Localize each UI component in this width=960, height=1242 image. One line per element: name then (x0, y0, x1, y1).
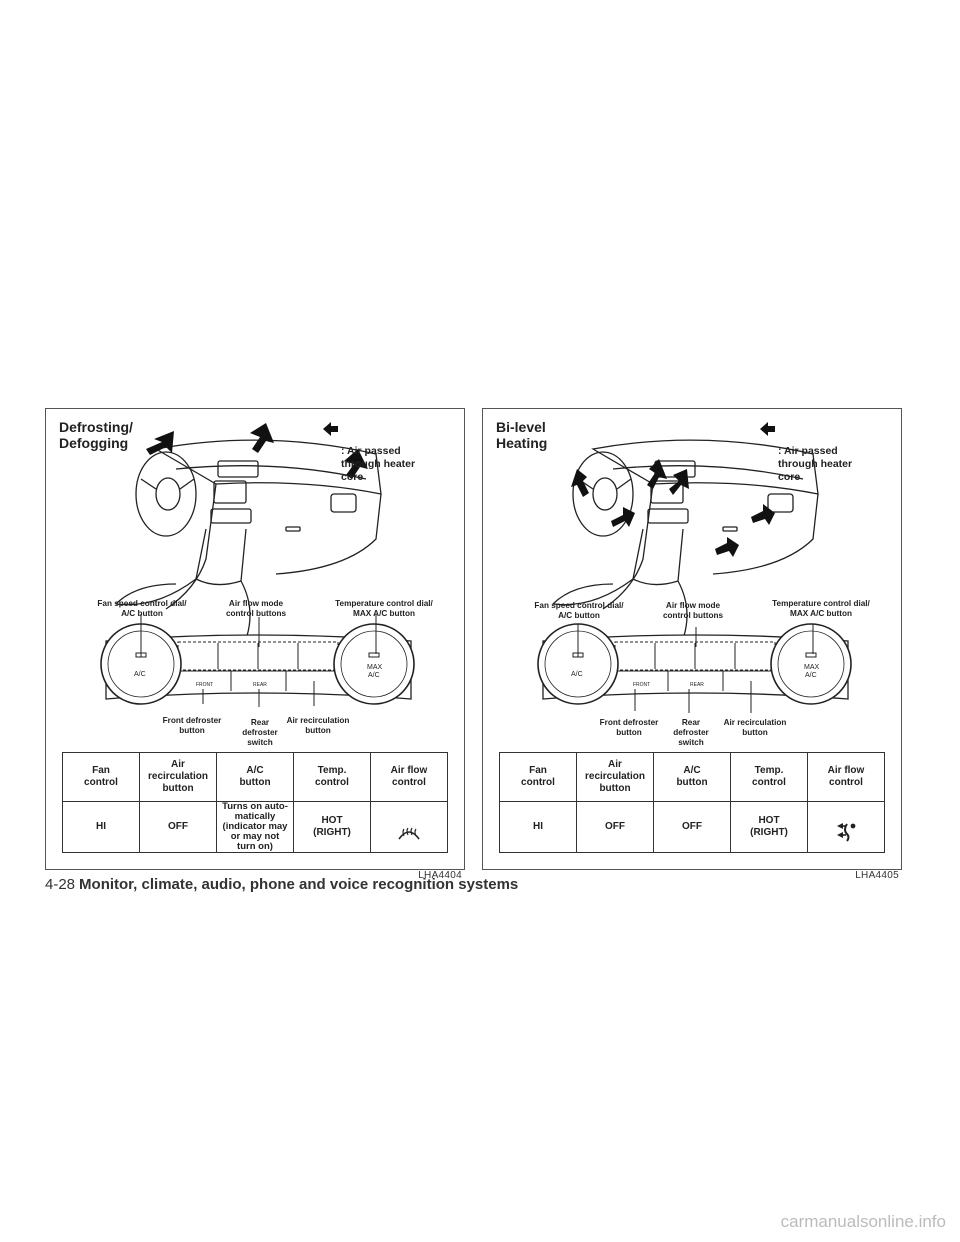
ac-label: A/C (571, 671, 583, 678)
page-number: 4-28 (45, 876, 76, 893)
cell-ac: Turns on auto- matically (indicator may … (216, 801, 294, 853)
heater-legend: : Air passed through heater core (323, 419, 461, 484)
callout-fan-speed: Fan speed control dial/ A/C button (97, 599, 187, 618)
cell-temp: HOT (RIGHT) (293, 801, 371, 853)
cell-recirculation: OFF (576, 801, 654, 853)
rear-label: REAR (253, 682, 267, 688)
header-temp-control: Temp. control (293, 752, 371, 802)
cell-recirculation: OFF (139, 801, 217, 853)
table-header-row: Fan control Air recirculation button A/C… (499, 752, 885, 802)
airflow-arrows (146, 423, 368, 479)
ac-label: A/C (134, 671, 146, 678)
cell-airflow (370, 801, 448, 853)
heater-arrow-icon (760, 422, 775, 436)
table-row: HI OFF Turns on auto- matically (indicat… (62, 801, 448, 853)
heater-arrow-icon (323, 422, 338, 436)
callout-front-defroster: Front defroster button (162, 716, 222, 735)
bi-level-icon (837, 823, 856, 842)
callout-lines (577, 624, 814, 713)
bi-level-panel: A/C MAX A/C FRONT REAR Bi-level Heating … (482, 408, 902, 881)
max-label: MAX (804, 664, 820, 671)
callout-air-recirculation: Air recirculation button (286, 716, 350, 735)
max-ac-label: A/C (368, 672, 380, 679)
callout-air-flow-mode: Air flow mode control buttons (225, 599, 287, 618)
callout-rear-defroster: Rear defroster switch (242, 718, 278, 747)
front-defroster-icon (398, 827, 420, 840)
table-row: HI OFF OFF HOT (RIGHT) (499, 801, 885, 853)
callout-temperature: Temperature control dial/ MAX A/C button (772, 599, 870, 618)
legend-text: : Air passed through heater core (341, 445, 416, 483)
cell-fan: HI (62, 801, 140, 853)
cell-ac: OFF (653, 801, 731, 853)
cell-temp: HOT (RIGHT) (730, 801, 808, 853)
rear-label: REAR (690, 682, 704, 688)
header-temp-control: Temp. control (730, 752, 808, 802)
settings-table: Fan control Air recirculation button A/C… (62, 752, 448, 853)
header-fan-control: Fan control (62, 752, 140, 802)
heater-legend: : Air passed through heater core (760, 419, 898, 484)
front-label: FRONT (633, 682, 650, 688)
watermark: carmanualsonline.info (780, 1212, 946, 1231)
callout-air-recirculation: Air recirculation button (723, 718, 787, 737)
climate-control-panel: A/C MAX A/C FRONT REAR (100, 623, 415, 705)
callout-fan-speed: Fan speed control dial/ A/C button (534, 601, 624, 620)
header-fan-control: Fan control (499, 752, 577, 802)
header-air-flow-control: Air flow control (370, 752, 448, 802)
max-ac-label: A/C (805, 672, 817, 679)
callout-front-defroster: Front defroster button (599, 718, 659, 737)
max-label: MAX (367, 664, 383, 671)
legend-text: : Air passed through heater core (778, 445, 853, 483)
figure-code: LHA4404 (418, 870, 462, 881)
section-title: Monitor, climate, audio, phone and voice… (79, 876, 519, 893)
cell-airflow (807, 801, 885, 853)
callout-lines (140, 614, 377, 707)
callout-rear-defroster: Rear defroster switch (673, 718, 709, 747)
defrosting-panel: A/C MAX A/C FRONT REAR Defrosting/ Defog… (45, 408, 465, 881)
table-header-row: Fan control Air recirculation button A/C… (62, 752, 448, 802)
front-label: FRONT (196, 682, 213, 688)
dashboard-illustration: A/C MAX A/C FRONT REAR (537, 439, 852, 713)
figure-code: LHA4405 (855, 870, 899, 881)
panel-title: Defrosting/ Defogging (59, 419, 133, 451)
header-air-flow-control: Air flow control (807, 752, 885, 802)
panel-title: Bi-level Heating (496, 419, 548, 451)
climate-control-panel: A/C MAX A/C FRONT REAR (537, 623, 852, 705)
dashboard-illustration: A/C MAX A/C FRONT REAR (100, 423, 415, 707)
cell-fan: HI (499, 801, 577, 853)
airflow-arrows (571, 459, 775, 557)
header-ac-button: A/C button (653, 752, 731, 802)
callout-temperature: Temperature control dial/ MAX A/C button (335, 599, 433, 618)
settings-table: Fan control Air recirculation button A/C… (499, 752, 885, 853)
header-ac-button: A/C button (216, 752, 294, 802)
callout-air-flow-mode: Air flow mode control buttons (662, 601, 724, 620)
header-air-recirculation: Air recirculation button (576, 752, 654, 802)
header-air-recirculation: Air recirculation button (139, 752, 217, 802)
